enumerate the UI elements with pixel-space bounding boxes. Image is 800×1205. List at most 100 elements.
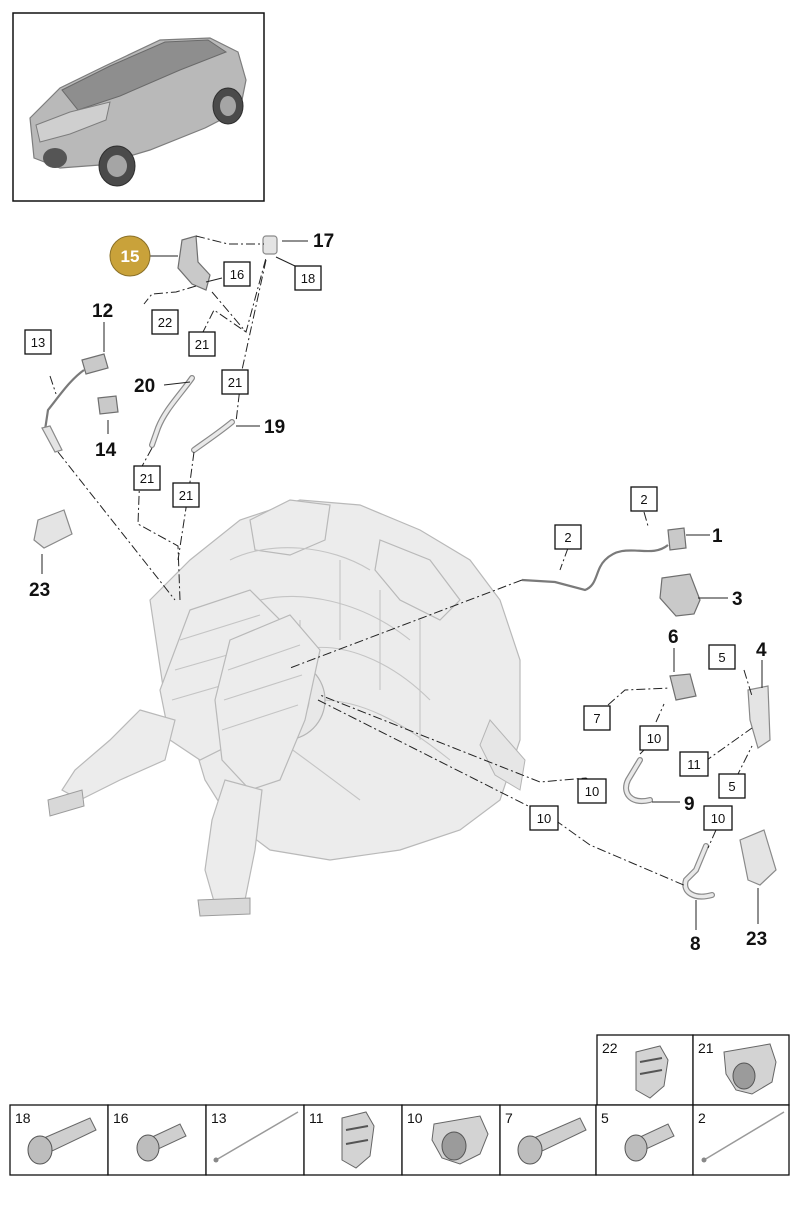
- ref-box-5-lower[interactable]: 5: [718, 773, 746, 799]
- flange-bolt-icon: [517, 1117, 587, 1165]
- fastener-cell-11[interactable]: 11: [303, 1104, 403, 1176]
- ref-box-21-middle[interactable]: 21: [221, 369, 249, 395]
- ref-box-label: 10: [647, 731, 661, 746]
- ref-box-label: 21: [140, 471, 154, 486]
- fastener-cell-21[interactable]: 21: [692, 1034, 790, 1106]
- part-6-valve: [669, 673, 697, 701]
- callout-17[interactable]: 17: [313, 231, 334, 252]
- ref-box-2-lower[interactable]: 2: [554, 524, 582, 550]
- fastener-number: 13: [211, 1110, 227, 1126]
- fastener-table: 22 21 18 16: [9, 1034, 790, 1176]
- part-9-pipe: [623, 757, 653, 805]
- callout-1[interactable]: 1: [712, 526, 723, 547]
- ref-box-11[interactable]: 11: [679, 751, 709, 777]
- callout-3[interactable]: 3: [732, 589, 743, 610]
- fastener-cell-2[interactable]: 2: [692, 1104, 790, 1176]
- ref-box-5-upper[interactable]: 5: [708, 644, 736, 670]
- callout-numbers: 17 12 14 20 19 23 1 3 6 4 9 8 23: [29, 231, 767, 955]
- callout-19[interactable]: 19: [264, 417, 285, 438]
- ref-box-16[interactable]: 16: [223, 261, 251, 287]
- fastener-number: 10: [407, 1110, 423, 1126]
- fastener-cell-5[interactable]: 5: [595, 1104, 694, 1176]
- ref-box-label: 21: [195, 337, 209, 352]
- part-4-bracket: [747, 685, 771, 749]
- part-14-connector: [97, 395, 119, 415]
- fastener-number: 16: [113, 1110, 129, 1126]
- highlight-callout-15[interactable]: 15: [109, 235, 151, 277]
- part-23b-heat-shield: [739, 829, 777, 886]
- fastener-cell-22[interactable]: 22: [596, 1034, 694, 1106]
- fastener-cell-16[interactable]: 16: [107, 1104, 207, 1176]
- ref-box-label: 5: [728, 779, 735, 794]
- part-15-bracket: [177, 235, 211, 291]
- ref-box-label: 5: [718, 650, 725, 665]
- fastener-number: 22: [602, 1040, 618, 1056]
- ref-box-label: 21: [179, 488, 193, 503]
- part-1-sensor: [521, 527, 687, 592]
- ref-box-10-lower[interactable]: 10: [529, 805, 559, 831]
- ref-box-10-upper[interactable]: 10: [639, 725, 669, 751]
- ref-box-label: 13: [31, 335, 45, 350]
- fastener-number: 18: [15, 1110, 31, 1126]
- leader-lines: [41, 240, 763, 930]
- cable-tie-icon: [213, 1111, 299, 1163]
- fastener-number: 7: [505, 1110, 513, 1126]
- highlight-number: 15: [121, 247, 140, 266]
- ref-box-label: 11: [687, 757, 701, 772]
- pipe-clamp-icon: [723, 1043, 777, 1095]
- callout-4[interactable]: 4: [756, 640, 767, 661]
- part-12-sensor: [41, 353, 109, 453]
- fastener-cell-10[interactable]: 10: [401, 1104, 501, 1176]
- fastener-cell-7[interactable]: 7: [499, 1104, 597, 1176]
- highlight-circle: [109, 235, 151, 277]
- hose-clip-icon: [431, 1115, 489, 1165]
- reference-boxes: 16 18 22 13 21 21 21 21: [24, 261, 746, 831]
- ref-box-label: 2: [640, 492, 647, 507]
- ref-box-label: 10: [585, 784, 599, 799]
- fastener-number: 11: [309, 1110, 324, 1126]
- ref-box-18[interactable]: 18: [294, 265, 322, 291]
- engine-assembly: [47, 499, 526, 917]
- ref-box-label: 21: [228, 375, 242, 390]
- fastener-cell-18[interactable]: 18: [9, 1104, 109, 1176]
- part-3-control-unit: [659, 573, 701, 617]
- ref-box-label: 7: [593, 711, 600, 726]
- fastener-number: 2: [698, 1110, 706, 1126]
- vehicle-overview-panel: [12, 12, 265, 202]
- ref-box-7[interactable]: 7: [583, 705, 611, 731]
- part-8-pipe: [682, 843, 715, 900]
- ref-box-label: 18: [301, 271, 315, 286]
- ref-box-2-upper[interactable]: 2: [630, 486, 658, 512]
- ref-box-label: 22: [158, 315, 172, 330]
- ref-box-label: 2: [564, 530, 571, 545]
- ref-box-10-right[interactable]: 10: [703, 805, 733, 831]
- ref-box-22[interactable]: 22: [151, 309, 179, 335]
- short-bolt-icon: [136, 1123, 187, 1162]
- ref-box-21-top[interactable]: 21: [188, 331, 216, 357]
- callout-20[interactable]: 20: [134, 376, 155, 397]
- ref-box-label: 10: [537, 811, 551, 826]
- part-19-pipe: [191, 419, 235, 453]
- flange-bolt-icon: [27, 1117, 97, 1165]
- ref-box-label: 10: [711, 811, 725, 826]
- fastener-cell-13[interactable]: 13: [205, 1104, 305, 1176]
- part-20-pipe: [149, 375, 195, 448]
- callout-12[interactable]: 12: [92, 301, 113, 322]
- ref-box-21-right[interactable]: 21: [172, 482, 200, 508]
- callout-14[interactable]: 14: [95, 440, 117, 461]
- double-clip-icon: [635, 1045, 669, 1099]
- double-clip-icon: [341, 1111, 375, 1169]
- vehicle-overview-icon: [29, 37, 247, 187]
- callout-23-left[interactable]: 23: [29, 580, 50, 601]
- fastener-number: 21: [698, 1040, 714, 1056]
- callout-8[interactable]: 8: [690, 934, 701, 955]
- ref-box-21-left[interactable]: 21: [133, 465, 161, 491]
- callout-9[interactable]: 9: [684, 794, 695, 815]
- part-23a-heat-shield: [33, 509, 73, 549]
- ref-box-13[interactable]: 13: [24, 329, 52, 355]
- callout-6[interactable]: 6: [668, 627, 679, 648]
- ref-box-10-middle[interactable]: 10: [577, 778, 607, 804]
- callout-23-right[interactable]: 23: [746, 929, 767, 950]
- short-bolt-icon: [624, 1123, 675, 1162]
